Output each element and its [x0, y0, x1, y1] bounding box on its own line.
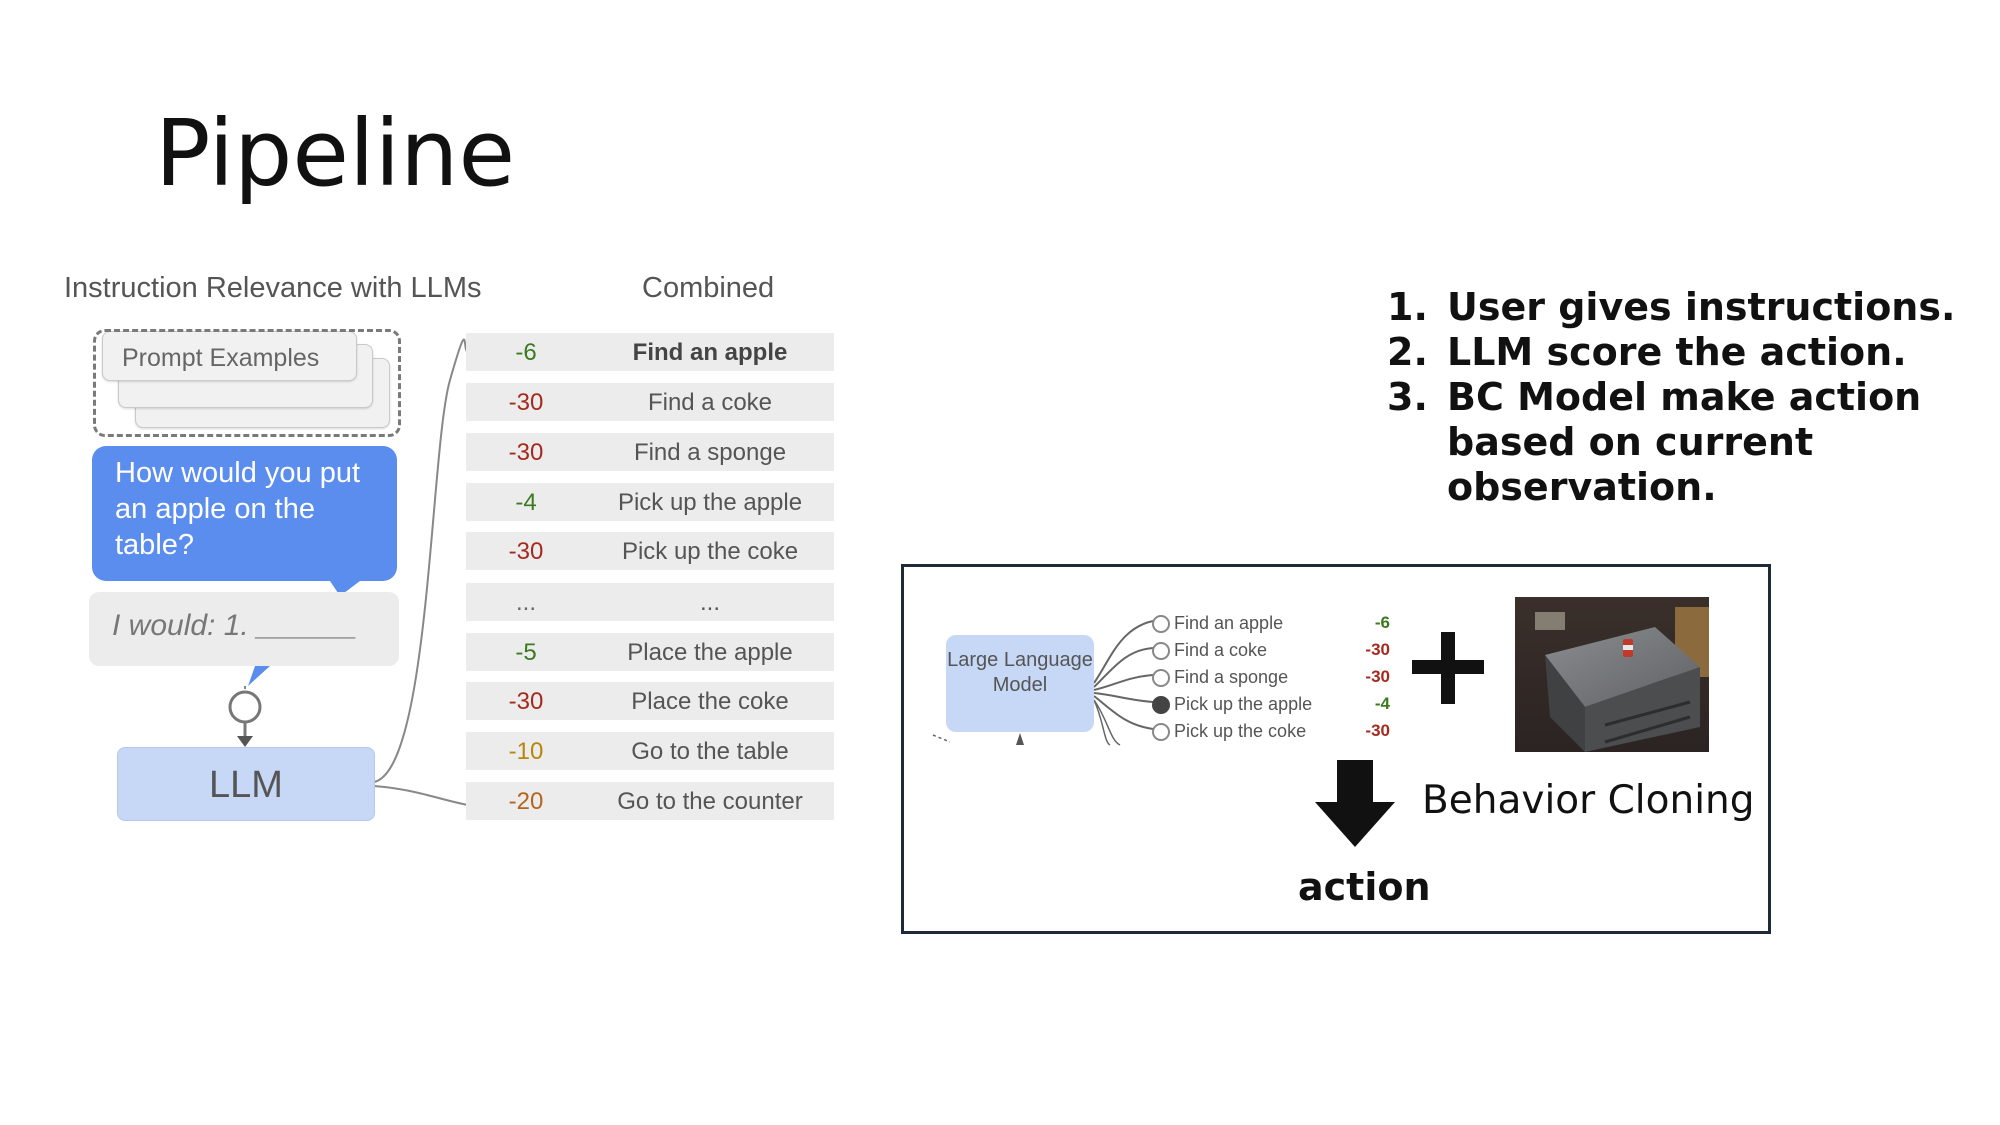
- step-text: LLM score the action.: [1447, 330, 1907, 374]
- mini-score-row: Find a sponge -30: [1152, 665, 1392, 691]
- step-number: 3.: [1387, 375, 1428, 419]
- language-model-box: [946, 635, 1094, 732]
- language-model-label: Large Language Model: [947, 649, 1093, 696]
- step-text: User gives instructions.: [1447, 285, 1956, 329]
- mini-score-row: Find an apple -6: [1152, 611, 1392, 637]
- mini-row-score: -30: [1365, 721, 1390, 740]
- down-arrow-icon: [1315, 760, 1395, 847]
- row-score: ...: [515, 589, 536, 616]
- row-label: ...: [699, 589, 720, 616]
- mini-row-label: Find a coke: [1174, 640, 1268, 660]
- figure-heading: Instruction Relevance with LLMs: [64, 272, 482, 304]
- mini-score-row: Pick up the coke -30: [1152, 719, 1392, 745]
- radio-dot: [1152, 669, 1170, 687]
- combined-heading: Combined: [642, 272, 775, 304]
- radio-dot: [1152, 696, 1170, 714]
- step-item: 2. LLM score the action.: [1387, 330, 1997, 375]
- steps-list: 1. User gives instructions. 2. LLM score…: [1387, 285, 1997, 510]
- mini-score-row: Pick up the apple -4: [1152, 692, 1392, 718]
- row-score: -4: [515, 489, 537, 516]
- score-row: -30 Find a sponge: [466, 433, 834, 471]
- radio-dot: [1152, 642, 1170, 660]
- row-label: Go to the table: [631, 738, 789, 765]
- row-score: -5: [515, 639, 537, 666]
- score-row: -4 Pick up the apple: [466, 483, 834, 521]
- behavior-cloning-label: Behavior Cloning: [1422, 778, 1755, 823]
- radio-dot: [1152, 615, 1170, 633]
- score-row: -30 Pick up the coke: [466, 532, 834, 570]
- mini-row-score: -30: [1365, 667, 1390, 686]
- step-number: 1.: [1387, 285, 1428, 329]
- score-row: -6 Find an apple: [466, 333, 834, 371]
- row-label: Pick up the coke: [621, 538, 799, 565]
- row-label: Find a coke: [647, 389, 773, 416]
- row-score: -30: [508, 389, 544, 416]
- score-row: -30 Find a coke: [466, 383, 834, 421]
- score-row: -20 Go to the counter: [466, 782, 834, 820]
- llm-label: LLM: [209, 764, 283, 806]
- mini-row-label: Pick up the apple: [1174, 694, 1313, 714]
- mini-row-score: -30: [1365, 640, 1390, 659]
- mini-row-score: -6: [1374, 613, 1390, 632]
- row-label: Place the coke: [631, 688, 789, 715]
- robot-observation-image: [1515, 597, 1709, 752]
- mini-score-row: Find a coke -30: [1152, 638, 1392, 664]
- step-item: 3. BC Model make action based on current…: [1387, 375, 1997, 510]
- mini-row-label: Find a sponge: [1174, 667, 1289, 687]
- score-row: ... ...: [466, 583, 834, 621]
- answer-text: I would: 1. ______: [112, 609, 358, 642]
- llm-box: [117, 747, 375, 821]
- score-row: -10 Go to the table: [466, 732, 834, 770]
- step-number: 2.: [1387, 330, 1428, 374]
- row-score: -20: [508, 788, 544, 815]
- mini-row-label: Find an apple: [1174, 613, 1284, 633]
- action-label: action: [1298, 865, 1431, 909]
- mini-row-score: -4: [1374, 694, 1390, 713]
- radio-dot: [1152, 723, 1170, 741]
- row-score: -6: [515, 339, 537, 366]
- plus-icon: [1412, 632, 1484, 704]
- score-row: -30 Place the coke: [466, 682, 834, 720]
- row-label: Find a sponge: [633, 439, 787, 466]
- step-text: BC Model make action based on current ob…: [1447, 375, 1922, 509]
- row-score: -30: [508, 538, 544, 565]
- step-item: 1. User gives instructions.: [1387, 285, 1997, 330]
- question-text: How would you put an apple on the table?: [115, 457, 361, 561]
- slide-title: Pipeline: [155, 100, 516, 207]
- row-score: -30: [508, 439, 544, 466]
- row-score: -10: [508, 738, 544, 765]
- row-label: Pick up the apple: [617, 489, 803, 516]
- prompt-card-front: [102, 331, 357, 381]
- score-row: -5 Place the apple: [466, 633, 834, 671]
- row-label: Find an apple: [632, 339, 788, 366]
- pipeline-panel: [901, 564, 1771, 934]
- prompt-examples-group: [93, 329, 401, 437]
- row-score: -30: [508, 688, 544, 715]
- prompt-examples-label: Prompt Examples: [122, 344, 320, 372]
- question-bubble: [92, 446, 397, 581]
- mini-row-label: Pick up the coke: [1174, 721, 1307, 741]
- row-label: Go to the counter: [617, 788, 803, 815]
- answer-box: [89, 592, 399, 666]
- row-label: Place the apple: [627, 639, 793, 666]
